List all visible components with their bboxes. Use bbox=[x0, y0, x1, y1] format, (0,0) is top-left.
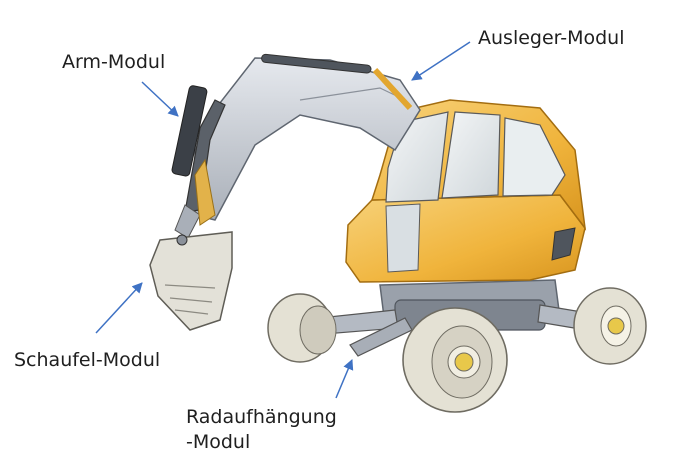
arrow-boom bbox=[411, 41, 471, 81]
wheel-suspension-module-label: Radaufhängung -Modul bbox=[186, 405, 337, 455]
arm-module-label: Arm-Modul bbox=[62, 51, 166, 73]
wheel-front bbox=[402, 307, 508, 413]
arm bbox=[171, 85, 226, 239]
boom bbox=[194, 53, 421, 221]
wheel-rear-left bbox=[267, 293, 337, 363]
wheel-label-line2: -Modul bbox=[186, 431, 251, 453]
wheel-label-line1: Radaufhängung bbox=[186, 406, 337, 428]
bucket-module-label: Schaufel-Modul bbox=[14, 349, 161, 371]
wheel-rear-right bbox=[573, 287, 647, 365]
arrow-arm bbox=[141, 81, 179, 117]
arrow-bucket bbox=[95, 282, 143, 334]
boom-module-label: Ausleger-Modul bbox=[478, 27, 625, 49]
arrow-wheel bbox=[335, 359, 354, 399]
bucket bbox=[149, 231, 233, 331]
cab bbox=[345, 99, 587, 283]
